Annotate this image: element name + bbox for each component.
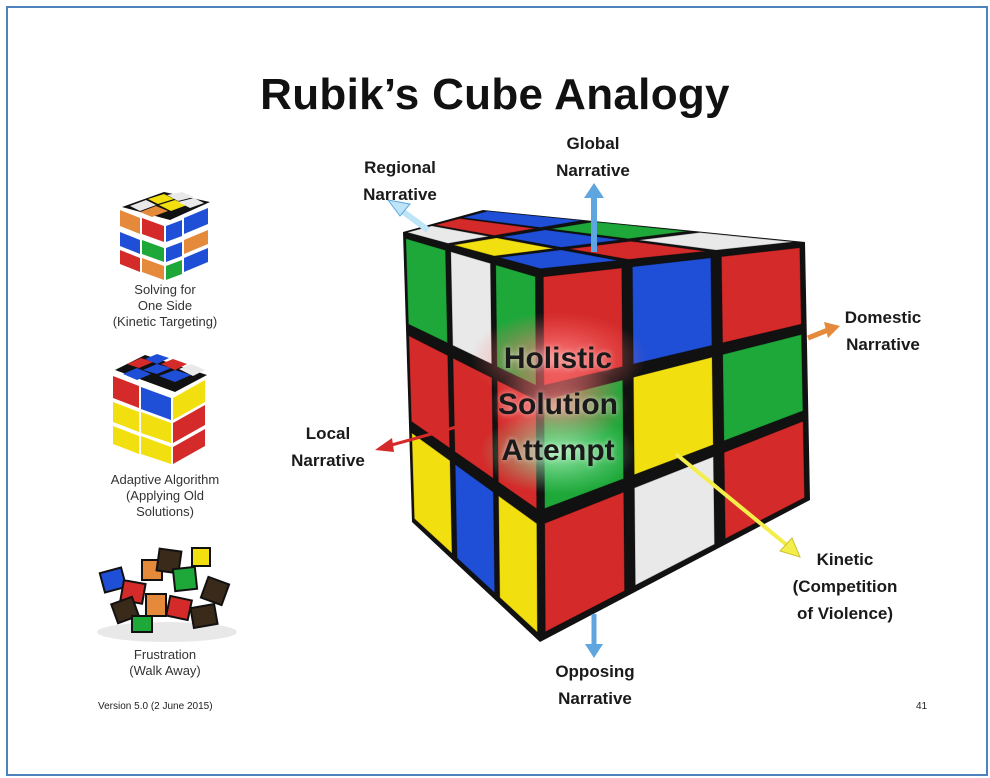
arrow-kinetic: [674, 452, 801, 558]
label-line: Narrative: [556, 161, 630, 180]
cube-one-side-icon: [120, 192, 210, 280]
caption-line: Frustration: [133, 647, 197, 662]
side-caption-frustration: Frustration (Walk Away): [95, 647, 235, 679]
label-kinetic: Kinetic (Competition of Violence): [770, 546, 920, 627]
label-line: Kinetic: [816, 550, 874, 569]
slide-title: Rubik’s Cube Analogy: [260, 70, 730, 119]
caption-line: Solving for: [134, 282, 196, 297]
holistic-line: Solution: [498, 388, 618, 421]
cube-sticker: [498, 494, 538, 634]
label-line: Narrative: [846, 335, 920, 354]
cube-algorithm-icon: [113, 354, 207, 464]
label-line: Local: [305, 424, 351, 443]
holistic-glow: [470, 312, 646, 494]
label-line: Narrative: [363, 185, 437, 204]
caption-line: (Walk Away): [129, 663, 201, 678]
label-line: Regional: [364, 158, 436, 177]
cube-sticker: [544, 491, 626, 633]
caption-line: Solutions): [136, 504, 194, 519]
label-regional-narrative: Regional Narrative: [340, 154, 460, 208]
cube-sticker: [454, 463, 496, 594]
arrow-regional: [386, 199, 430, 233]
caption-line: (Applying Old: [125, 488, 205, 503]
arrow-local: [375, 424, 461, 452]
arrow-global: [584, 183, 604, 252]
label-line: of Violence): [796, 604, 894, 623]
caption-line: Adaptive Algorithm: [110, 472, 220, 487]
broken-cube-icon: [97, 547, 237, 642]
cube-sticker: [720, 247, 802, 344]
arrow-domestic: [807, 322, 840, 341]
cube-sticker: [411, 432, 453, 555]
cube-sticker: [632, 356, 714, 476]
label-domestic-narrative: Domestic Narrative: [823, 304, 943, 358]
cube-sticker: [631, 257, 713, 365]
holistic-solution-label: Holistic Solution Attempt: [483, 336, 633, 474]
cube-sticker: [722, 333, 804, 442]
label-opposing-narrative: Opposing Narrative: [530, 658, 660, 712]
cube-sticker: [463, 210, 582, 229]
caption-line: One Side: [137, 298, 193, 313]
label-line: Narrative: [291, 451, 365, 470]
label-line: Narrative: [558, 689, 632, 708]
caption-line: (Kinetic Targeting): [112, 314, 218, 329]
cube-sticker: [569, 240, 706, 260]
cube-sticker: [408, 334, 451, 450]
cube-sticker: [502, 229, 621, 248]
label-line: Domestic: [844, 308, 922, 327]
cube-sticker: [435, 217, 536, 236]
cube-sticker: [550, 221, 688, 240]
cube-sticker: [638, 231, 794, 251]
cube-sticker: [453, 237, 554, 257]
label-line: Global: [566, 134, 620, 153]
holistic-line: Attempt: [501, 434, 615, 467]
side-caption-one-side: Solving for One Side (Kinetic Targeting): [95, 282, 235, 330]
label-line: (Competition: [792, 577, 898, 596]
cube-sticker: [633, 455, 716, 587]
label-line: Opposing: [555, 662, 635, 681]
footer-page-number: 41: [916, 701, 928, 712]
side-caption-adaptive: Adaptive Algorithm (Applying Old Solutio…: [90, 472, 240, 520]
holistic-line: Holistic: [503, 342, 613, 375]
label-local-narrative: Local Narrative: [268, 420, 388, 474]
cube-sticker: [405, 237, 448, 344]
label-global-narrative: Global Narrative: [533, 130, 653, 184]
arrow-opposing: [585, 614, 603, 658]
cube-sticker: [499, 249, 618, 270]
footer-version: Version 5.0 (2 June 2015): [98, 701, 213, 712]
